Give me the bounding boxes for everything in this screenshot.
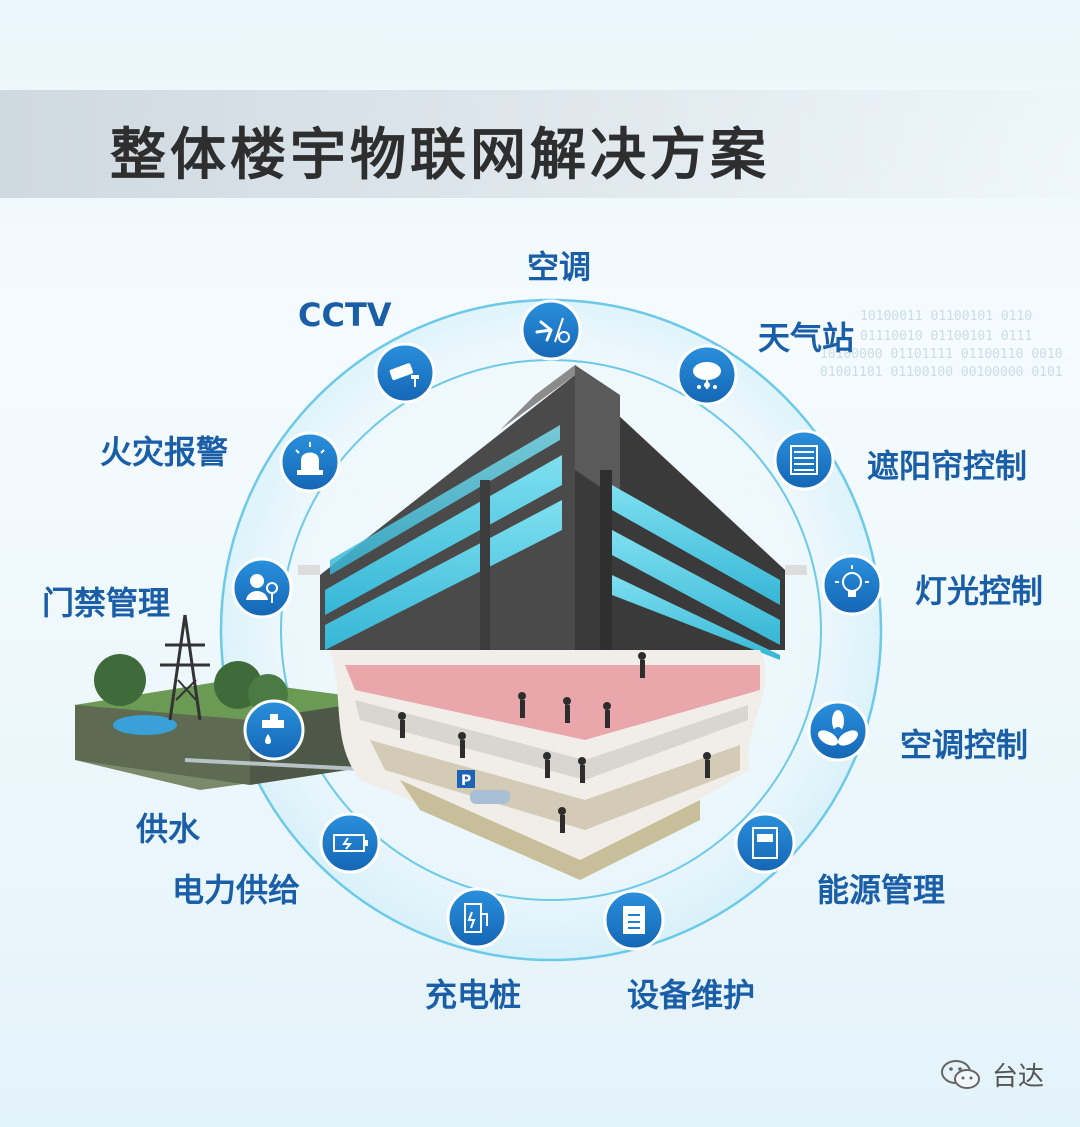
- label-weather: 天气站: [758, 319, 855, 357]
- cctv-icon: [374, 342, 436, 404]
- label-light: 灯光控制: [915, 572, 1044, 610]
- svg-text:10100011 01100101 0110: 10100011 01100101 0110: [860, 309, 1032, 324]
- title-band: [0, 90, 1080, 198]
- landscape-ground: [75, 614, 381, 790]
- label-water: 供水: [136, 810, 201, 848]
- label-ac-control: 空调控制: [900, 726, 1029, 764]
- weather-icon: [676, 344, 738, 406]
- label-fire: 火灾报警: [100, 433, 229, 471]
- label-power: 电力供给: [172, 871, 301, 909]
- aircon-icon: [520, 299, 582, 361]
- label-access: 门禁管理: [42, 584, 171, 622]
- maintenance-icon: [603, 889, 665, 951]
- svg-text:10100000 01101111 01100110 001: 10100000 01101111 01100110 0010: [820, 347, 1063, 362]
- power-icon: [319, 812, 381, 874]
- water-icon: [243, 699, 305, 761]
- label-maintenance: 设备维护: [627, 976, 756, 1014]
- charging-icon: [446, 887, 508, 949]
- svg-text:P: P: [461, 773, 471, 789]
- building: P: [298, 365, 807, 880]
- label-cctv: CCTV: [298, 296, 392, 334]
- label-energy: 能源管理: [817, 871, 946, 909]
- shade-icon: [773, 429, 835, 491]
- wechat-icon: [940, 1059, 980, 1089]
- access-icon: [231, 557, 293, 619]
- binary-background: 10100011 01100101 0110 01110010 01100101…: [820, 309, 1063, 380]
- label-charging: 充电桩: [425, 976, 522, 1014]
- light-icon: [821, 554, 883, 616]
- label-shade: 遮阳帘控制: [867, 447, 1028, 485]
- label-aircon: 空调: [527, 248, 592, 286]
- energy-icon: [734, 812, 796, 874]
- watermark-text: 台达: [991, 1062, 1044, 1092]
- page-title: 整体楼宇物联网解决方案: [110, 123, 770, 188]
- svg-text:01001101 01100100 00100000 010: 01001101 01100100 00100000 0101: [820, 365, 1063, 380]
- fire-icon: [279, 431, 341, 493]
- svg-text:01110010 01100101 0111: 01110010 01100101 0111: [860, 329, 1032, 344]
- watermark: 台达: [940, 1056, 1044, 1093]
- ac-control-icon: [807, 700, 869, 762]
- service-icons: [231, 299, 883, 951]
